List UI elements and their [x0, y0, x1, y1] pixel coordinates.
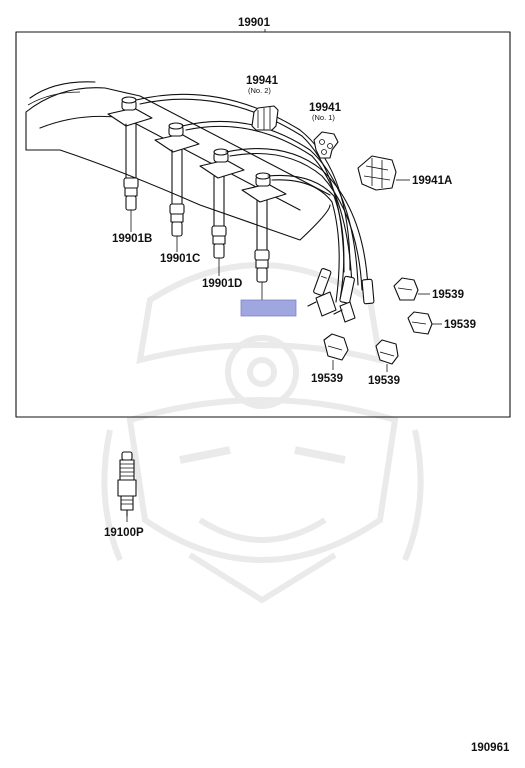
- plug-cord-d-inner: [211, 175, 227, 259]
- ignition-wires: [135, 93, 369, 303]
- holder-3: 19539: [311, 333, 349, 385]
- label-clamp-a: 19941A: [412, 175, 452, 187]
- assembly-frame: [15, 31, 511, 418]
- label-clamp-no1-sub: (No. 1): [312, 113, 335, 122]
- plug-cord-c: [169, 149, 185, 237]
- plug-cord-d: [254, 199, 270, 283]
- label-clamp-no2: 19941: [246, 75, 279, 87]
- watermark-logo: [101, 262, 424, 604]
- wire-connectors: [307, 268, 375, 323]
- label-spark-plug: 19100P: [104, 527, 144, 539]
- diagram-number: 190961: [471, 742, 510, 754]
- cylinder-head-cover: [25, 81, 331, 241]
- clamp-no2: 19941 (No. 2): [246, 75, 279, 131]
- label-cord-d: 19901D: [202, 278, 242, 290]
- label-holder-4: 19539: [368, 375, 400, 387]
- holder-2: 19539: [407, 311, 476, 335]
- spark-plug: 19100P: [104, 451, 144, 539]
- label-assembly: 19901: [238, 17, 271, 29]
- holder-1: 19539: [393, 277, 464, 301]
- clamp-a: 19941A: [357, 155, 452, 191]
- plug-cord-b: [123, 123, 139, 211]
- part-number-highlight[interactable]: [240, 299, 297, 317]
- label-holder-1: 19539: [432, 289, 464, 301]
- holder-4: 19539: [368, 339, 400, 387]
- clamp-no1: 19941 (No. 1): [309, 102, 342, 159]
- label-cord-b: 19901B: [112, 233, 152, 245]
- label-holder-2: 19539: [444, 319, 476, 331]
- label-clamp-no2-sub: (No. 2): [248, 86, 271, 95]
- label-cord-c: 19901C: [160, 253, 200, 265]
- label-clamp-no1: 19941: [309, 102, 342, 114]
- plug-caps: [107, 96, 287, 203]
- label-holder-3: 19539: [311, 373, 343, 385]
